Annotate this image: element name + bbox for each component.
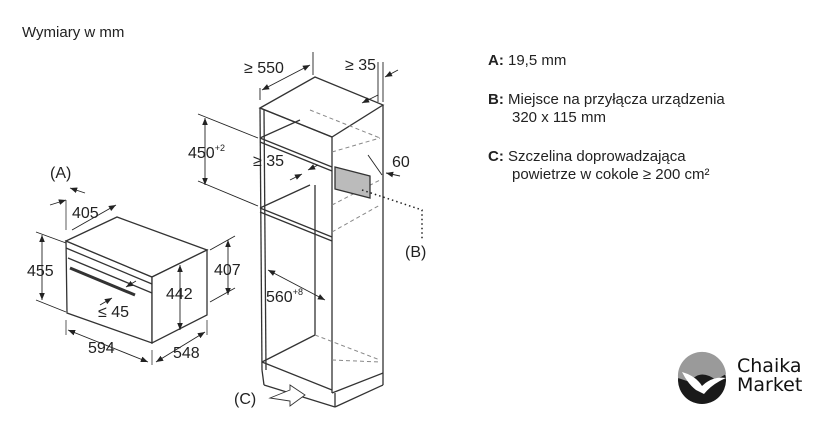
dim-560: 560+8 xyxy=(266,287,303,306)
legend-text: 19,5 mm xyxy=(508,52,567,69)
dim-gap-top: ≥ 35 xyxy=(345,57,376,74)
cabinet-dimension-lines xyxy=(197,52,423,407)
chaika-market-logo-icon xyxy=(677,351,726,404)
logo-line1: Chaika xyxy=(737,355,802,377)
legend-key: C: xyxy=(488,148,504,165)
dim-455: 455 xyxy=(27,263,54,280)
dim-594: 594 xyxy=(88,340,115,357)
legend-text: 320 x 115 mm xyxy=(512,109,606,126)
legend-c: C: Szczelina doprowadzająca powietrze w … xyxy=(488,148,709,184)
label-c: (C) xyxy=(234,391,256,408)
dim-handle: ≤ 45 xyxy=(98,304,129,321)
cabinet-drawing xyxy=(258,76,385,408)
dimension-labels: (A) 405 455 442 407 ≤ 45 594 548 ≥ 550 ≥… xyxy=(27,57,426,408)
dim-442: 442 xyxy=(166,286,193,303)
dim-gap-back: ≥ 35 xyxy=(253,153,284,170)
dim-405: 405 xyxy=(72,205,99,222)
diagram-title: Wymiary w mm xyxy=(22,24,125,41)
legend-text: Szczelina doprowadzająca xyxy=(508,148,686,165)
dim-548: 548 xyxy=(173,345,200,362)
oven-drawing xyxy=(64,200,209,365)
label-a: (A) xyxy=(50,165,71,182)
legend-a: A: 19,5 mm xyxy=(488,52,566,70)
dim-550: ≥ 550 xyxy=(244,60,284,77)
dim-407: 407 xyxy=(214,262,241,279)
legend-text: Miejsce na przyłącza urządzenia xyxy=(508,91,725,108)
dim-450: 450+2 xyxy=(188,143,225,162)
oven-dimension-lines xyxy=(35,187,236,363)
legend-b: B: Miejsce na przyłącza urządzenia 320 x… xyxy=(488,91,725,127)
air-inlet-arrow-icon xyxy=(268,384,306,407)
connection-area-hatch xyxy=(334,166,371,199)
legend-text: powietrze w cokole ≥ 200 cm² xyxy=(512,166,710,183)
logo-text: Chaika Market xyxy=(737,357,802,395)
label-b: (B) xyxy=(405,244,426,261)
dim-60: 60 xyxy=(392,154,410,171)
legend-key: B: xyxy=(488,91,504,108)
logo-line2: Market xyxy=(737,374,803,396)
legend-key: A: xyxy=(488,52,504,69)
